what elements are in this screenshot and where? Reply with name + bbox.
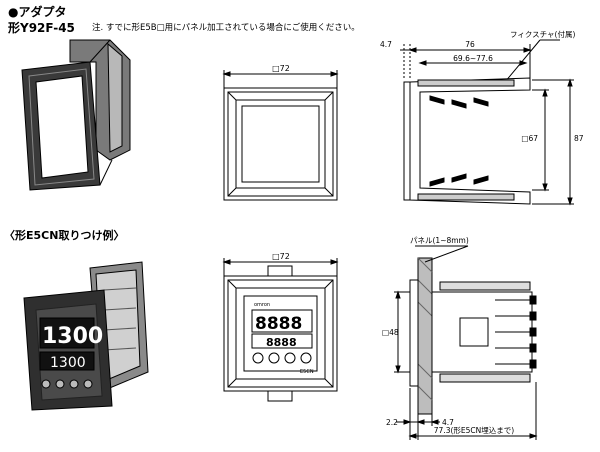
e5cn-perspective-drawing <box>23 261 149 411</box>
side-top-outer-dim: 87 <box>574 134 584 143</box>
model-name: 形Y92F-45 <box>8 21 75 35</box>
side-top-total-dim: 76 <box>465 40 475 49</box>
e5cn-front-view <box>222 258 339 402</box>
side-bottom-right-dim: 4.7 <box>442 418 454 427</box>
side-bottom-depth-dim: 77.3(形E5CN埋込まで) <box>434 425 514 435</box>
brand-logo: omron <box>254 302 270 308</box>
bullet: ● <box>8 5 19 19</box>
photo-main-display: 1300 <box>42 324 103 349</box>
side-top-inner-dim: □67 <box>521 134 538 143</box>
section-title-text: アダプタ <box>18 5 67 19</box>
fixture-label: フィクスチャ(付属) <box>510 29 575 39</box>
adapter-perspective-drawing <box>21 39 131 191</box>
side-bottom-height-dim: □48 <box>382 328 399 337</box>
front-main-display: 8888 <box>255 314 302 334</box>
front-sub-display: 8888 <box>266 336 297 349</box>
photo-sub-display: 1300 <box>50 355 86 371</box>
front-bottom-width-label: □72 <box>272 252 290 261</box>
front-top-width-label: □72 <box>272 64 290 73</box>
side-top-left-dim: 4.7 <box>380 40 392 49</box>
example-title: 〈形E5CN取りつけ例〉 <box>4 229 125 242</box>
panel-label: パネル(1~8mm) <box>410 236 469 245</box>
side-top-range-dim: 69.6~77.6 <box>453 54 493 63</box>
e5cn-side-view <box>394 245 538 440</box>
front-model-label: E5CN <box>300 369 314 375</box>
adapter-front-view <box>222 70 339 201</box>
adapter-side-view <box>400 39 574 206</box>
side-bottom-left-dim: 2.2 <box>386 418 398 427</box>
usage-note: 注. すでに形E5B□用にパネル加工されている場合にご使用ください。 <box>92 23 360 33</box>
section-title: ●アダプタ <box>8 6 67 18</box>
